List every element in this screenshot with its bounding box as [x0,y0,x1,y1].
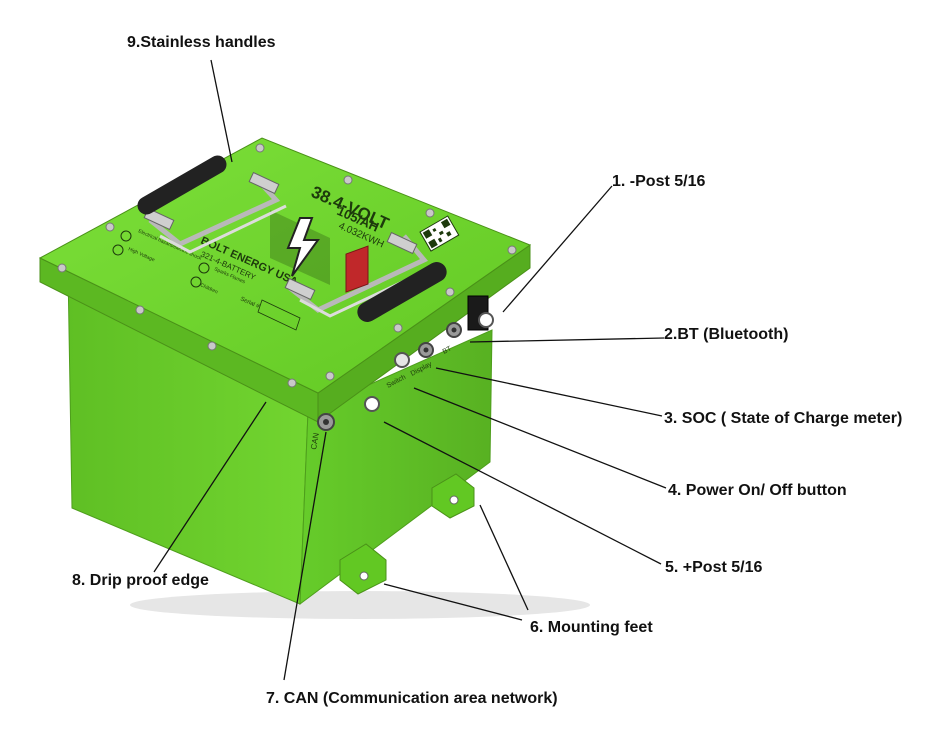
leader-handles [210,59,233,163]
callout-positive-post: 5. +Post 5/16 [665,559,763,576]
serial-box [257,299,301,331]
callout-mounting-feet: 6. Mounting feet [530,619,653,636]
callout-power-button: 4. Power On/ Off button [668,482,847,499]
leader-soc [435,367,663,417]
qr-code [419,215,460,252]
callout-soc-meter: 3. SOC ( State of Charge meter) [664,410,903,427]
callout-leaders [153,59,667,681]
leader-drip [153,401,267,573]
stainless-handle-2 [284,231,447,322]
mounting-feet [339,473,475,595]
leader-feet-1 [479,504,529,611]
leader-bt [469,337,665,343]
callout-stainless-handles: 9.Stainless handles [127,34,276,51]
leader-can [283,431,327,681]
callout-bluetooth: 2.BT (Bluetooth) [664,326,789,343]
lid-screws [57,143,517,388]
positive-post [345,245,369,293]
mounting-foot-front [339,543,387,595]
callout-drip-proof-edge: 8. Drip proof edge [72,572,209,589]
port-label-bt: BT [442,345,454,356]
leader-pos-post [383,421,662,565]
handle-1-grip [137,155,227,215]
ground-shadow [130,591,590,619]
leader-feet-2 [383,583,523,621]
leader-power [413,387,667,489]
handle-2-grip [357,262,447,322]
port-label-can: CAN [309,432,321,450]
callout-negative-post: 1. -Post 5/16 [612,173,706,190]
stainless-handle-1 [137,155,287,254]
leader-neg-post [502,185,613,313]
lightning-bolt-icon [286,217,320,277]
power-button [394,352,410,368]
warning-symbols [112,230,210,288]
callout-can: 7. CAN (Communication area network) [266,690,558,707]
side-ports [317,245,494,431]
